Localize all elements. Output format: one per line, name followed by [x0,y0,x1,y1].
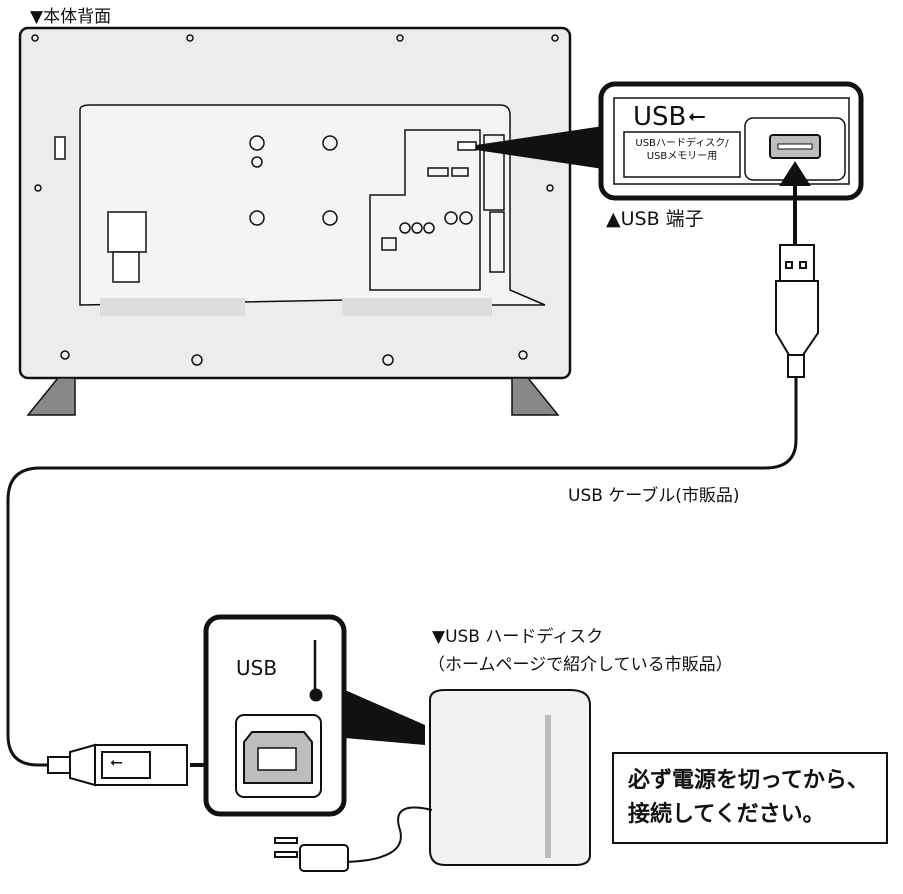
hdd-subtitle: （ホームページで紹介している市販品） [428,655,733,675]
usb-hard-disk [274,689,591,872]
hdd-port-callout [203,614,347,817]
hdd-title: ▼USB ハードディスク [432,627,604,647]
hdd-callout-pointer [345,690,425,745]
usb-terminal-label: USB [633,102,687,132]
hdd-usb-label: USB [236,656,278,680]
usb-terminal-caption: ▲USB 端子 [606,208,704,230]
usb-plug-icon: ⭠ [110,752,123,771]
callout-pointer [476,125,610,170]
warning-line2: 接続してください。 [628,802,825,827]
usb-a-plug [6,161,819,767]
usb-trident-icon: ⭠ [688,104,706,129]
usb-port-label-line1: USBハードディスク/ [635,138,729,149]
tv-back [18,26,572,416]
usb-port-label-line2: USBメモリー用 [646,151,718,162]
tv-back-title: ▼本体背面 [30,7,112,27]
usb-port-label: USBハードディスク/ USBメモリー用 [624,137,740,163]
usb-cable-label: USB ケーブル(市販品) [568,486,740,506]
usb-b-plug [47,743,237,787]
warning-box: 必ず電源を切ってから、 接続してください。 [612,752,888,844]
warning-line1: 必ず電源を切ってから、 [628,768,869,793]
